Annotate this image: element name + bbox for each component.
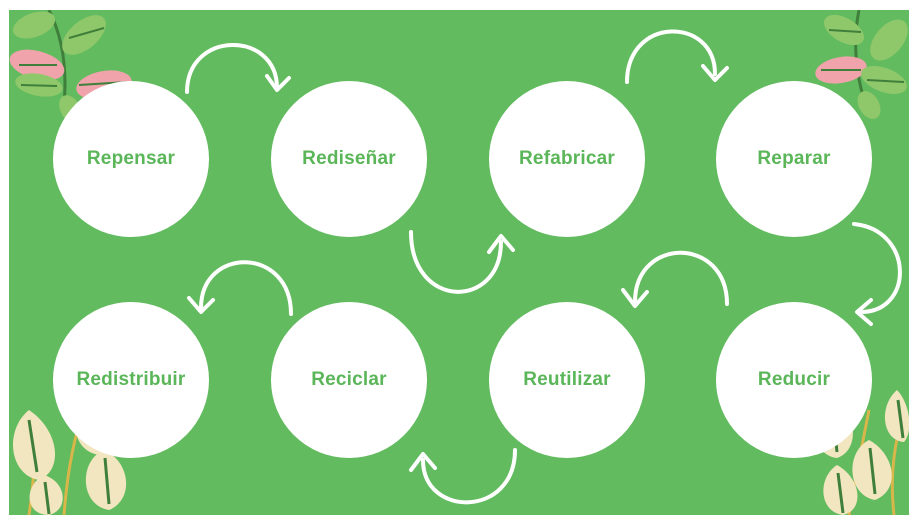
step-refabricar: Refabricar — [489, 81, 645, 237]
step-reciclar: Reciclar — [271, 302, 427, 458]
step-label: Redistribuir — [76, 369, 186, 390]
arrow-reducir-to-reutilizar-icon — [621, 250, 729, 308]
arrow-reparar-to-reducir-icon — [852, 222, 902, 326]
step-label: Repensar — [86, 148, 176, 169]
step-label: Reparar — [757, 148, 831, 169]
step-redisenar: Rediseñar — [271, 81, 427, 237]
leaf-cluster-top-right-icon — [815, 10, 908, 119]
step-label: Reciclar — [311, 369, 387, 390]
step-reparar: Reparar — [716, 81, 872, 237]
arrows-layer — [185, 29, 902, 505]
step-reutilizar: Reutilizar — [489, 302, 645, 458]
arrow-redisenar-to-refabricar-icon — [409, 230, 515, 294]
step-label: Rediseñar — [302, 148, 396, 169]
cycle-diagram: Repensar Rediseñar Refabricar Reparar Re… — [9, 10, 909, 515]
arrow-reciclar-to-redistribuir-icon — [187, 260, 293, 316]
step-label: Reutilizar — [523, 369, 611, 390]
step-label: Refabricar — [519, 148, 615, 169]
arrow-refabricar-to-reparar-icon — [625, 29, 729, 84]
arrow-reutilizar-to-reciclar-icon — [409, 448, 517, 505]
arrow-repensar-to-redisenar-icon — [185, 43, 291, 94]
step-label: Reducir — [757, 369, 831, 390]
step-repensar: Repensar — [53, 81, 209, 237]
step-reducir: Reducir — [716, 302, 872, 458]
step-redistribuir: Redistribuir — [53, 302, 209, 458]
